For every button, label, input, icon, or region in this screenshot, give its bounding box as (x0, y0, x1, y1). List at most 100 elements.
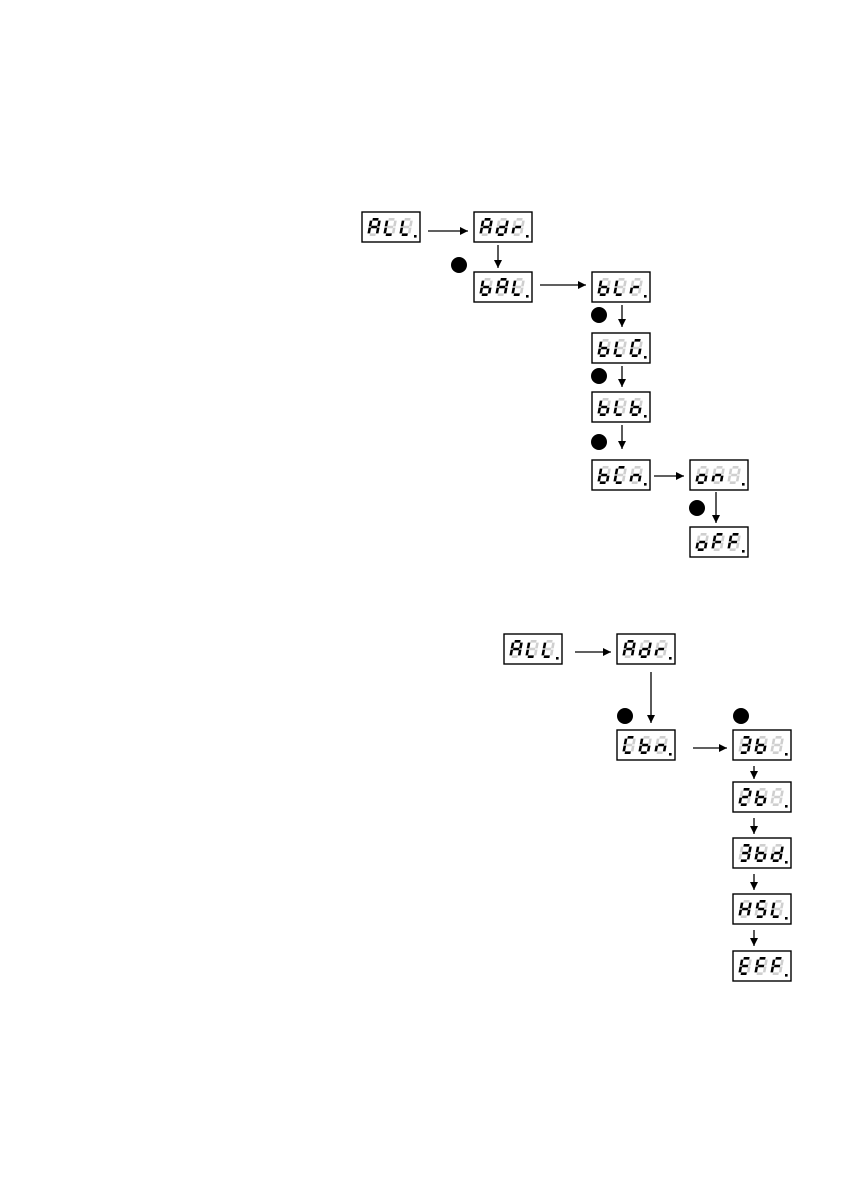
segment-d (482, 293, 488, 296)
arrow-head (460, 227, 468, 235)
segment-a (602, 398, 608, 401)
segment-a (743, 736, 749, 739)
segment-a (775, 844, 781, 847)
decimal-point (785, 861, 788, 864)
arrow-head (618, 379, 626, 387)
decimal-point (556, 657, 559, 660)
segment-d (402, 233, 408, 236)
segment-a (732, 466, 738, 469)
segment-g (499, 226, 505, 229)
segment-g (731, 474, 737, 477)
segment-a (634, 339, 640, 342)
flow-arrow (750, 818, 758, 834)
segment-a (643, 640, 649, 643)
segment-d (730, 548, 736, 551)
segment-g (483, 226, 489, 229)
segment-g (731, 541, 737, 544)
arrow-head (750, 882, 758, 890)
segment-a (743, 900, 749, 903)
segment-a (627, 736, 633, 739)
segment-g (699, 474, 705, 477)
segment-g (601, 474, 607, 477)
segment-g (601, 286, 607, 289)
decimal-point (785, 753, 788, 756)
decimal-point (785, 974, 788, 977)
segment-a (643, 736, 649, 739)
segment-a (484, 278, 490, 281)
segment-d (773, 803, 779, 806)
segment-g (513, 648, 519, 651)
segment-g (642, 744, 648, 747)
flow-arrow (575, 648, 611, 656)
segment-d (773, 859, 779, 862)
led-display-3bd: 3bd (733, 838, 791, 868)
segment-a (627, 640, 633, 643)
segment-g (633, 474, 639, 477)
button-press-marker-icon (591, 368, 607, 384)
segment-d (632, 354, 638, 357)
segment-g (387, 226, 393, 229)
led-display-adr: Adr (617, 634, 675, 664)
button-press-marker-icon (591, 307, 607, 323)
segment-d (757, 859, 763, 862)
segment-d (514, 293, 520, 296)
decimal-point (526, 295, 529, 298)
segment-a (618, 466, 624, 469)
led-display-all: ALL (504, 634, 562, 664)
segment-g (658, 648, 664, 651)
led-display-bal: bAL (474, 272, 532, 302)
segment-a (634, 278, 640, 281)
segment-a (602, 466, 608, 469)
segment-d (632, 413, 638, 416)
segment-d (714, 548, 720, 551)
button-press-marker-icon (451, 257, 467, 273)
segment-d (632, 293, 638, 296)
arrow-head (676, 472, 684, 480)
segment-d (698, 481, 704, 484)
segment-g (403, 226, 409, 229)
arrow-head (750, 826, 758, 834)
segment-d (600, 354, 606, 357)
led-display-2b: 2b (733, 782, 791, 812)
flow-arrow (750, 766, 758, 779)
segment-g (545, 648, 551, 651)
color-mode-menu-diagram: ALLAdrCbn3b2b3bdHSLEFF (504, 634, 791, 981)
segment-g (742, 796, 748, 799)
segment-d (632, 481, 638, 484)
flow-arrow (618, 425, 626, 449)
segment-g (633, 406, 639, 409)
segment-g (617, 347, 623, 350)
decimal-point (785, 917, 788, 920)
segment-g (774, 965, 780, 968)
arrow-head (750, 938, 758, 946)
led-display-off: oFF (690, 527, 748, 557)
segment-a (388, 218, 394, 221)
segment-d (757, 972, 763, 975)
segment-d (498, 293, 504, 296)
segment-a (484, 218, 490, 221)
segment-g (774, 744, 780, 747)
segment-a (618, 339, 624, 342)
flow-arrow (693, 744, 727, 752)
segment-g (758, 852, 764, 855)
segment-a (530, 640, 536, 643)
segment-a (634, 466, 640, 469)
segment-d (773, 972, 779, 975)
button-press-marker-icon (591, 434, 607, 450)
segment-d (386, 233, 392, 236)
segment-g (742, 965, 748, 968)
segment-g (626, 744, 632, 747)
segment-a (602, 339, 608, 342)
flow-arrow (618, 366, 626, 387)
segment-a (759, 957, 765, 960)
button-press-marker-icon (689, 500, 705, 516)
segment-a (716, 533, 722, 536)
arrow-head (750, 771, 758, 779)
flow-arrow (618, 305, 626, 327)
segment-a (404, 218, 410, 221)
segment-d (698, 548, 704, 551)
segment-a (743, 788, 749, 791)
segment-a (759, 844, 765, 847)
segment-d (616, 354, 622, 357)
